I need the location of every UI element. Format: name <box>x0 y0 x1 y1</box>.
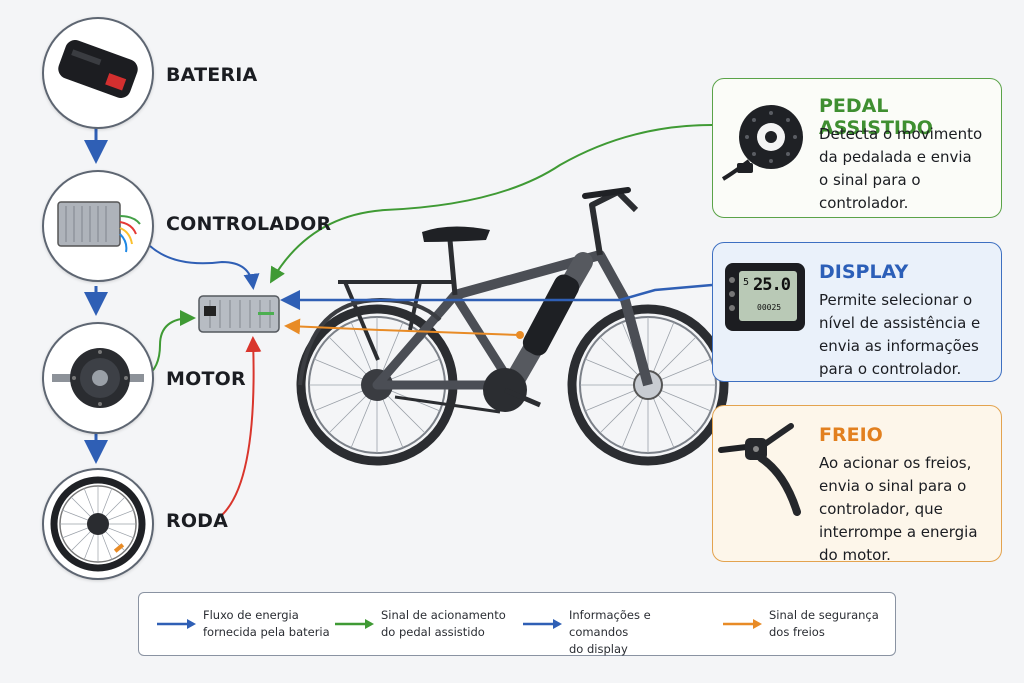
card-freio: FREIO Ao acionar os freios, envia o sina… <box>712 405 1002 564</box>
card-line: interrompe a energia <box>819 523 978 541</box>
component-label-controlador: CONTROLADOR <box>166 213 332 235</box>
legend-line: Fluxo de energia <box>203 608 299 622</box>
display-odometer: 00025 <box>757 303 782 312</box>
card-line: o sinal para o <box>819 171 921 189</box>
card-line: Detecta o movimento <box>819 125 983 143</box>
card-line: da pedalada e envia <box>819 148 972 166</box>
legend-line: Sinal de acionamento <box>381 608 506 622</box>
legend-text: Sinal de segurança dos freios <box>769 607 899 641</box>
card-line: nível de assistência e <box>819 314 981 332</box>
card-pedal-assistido: PEDAL ASSISTIDO Detecta o movimento da p… <box>712 78 1002 218</box>
legend: Fluxo de energia fornecida pela bateria S… <box>138 592 896 656</box>
card-display: 5 25.0 00025 DISPLAY Permite selecionar … <box>712 242 1002 382</box>
card-text-display: Permite selecionar o nível de assistênci… <box>819 289 1009 381</box>
legend-text: Sinal de acionamento do pedal assistido <box>381 607 511 641</box>
controller-unit-icon <box>198 295 280 333</box>
card-line: do motor. <box>819 546 891 564</box>
legend-line: Sinal de segurança <box>769 608 879 622</box>
card-line: envia o sinal para o <box>819 477 967 495</box>
display-speed-readout: 25.0 <box>753 275 791 295</box>
bicycle-illustration <box>296 187 729 466</box>
legend-arrow-green <box>335 619 374 629</box>
card-line: controlador. <box>819 194 909 212</box>
legend-line: do pedal assistido <box>381 625 485 639</box>
legend-text: Informações e comandos do display <box>569 607 709 658</box>
controller-icon <box>42 170 154 282</box>
legend-line: dos freios <box>769 625 825 639</box>
legend-item-display: Informações e comandos do display <box>523 605 703 656</box>
brake-lever-icon <box>718 423 801 516</box>
component-label-bateria: BATERIA <box>166 64 258 86</box>
card-line: Ao acionar os freios, <box>819 454 972 472</box>
display-level: 5 <box>743 277 750 288</box>
component-label-roda: RODA <box>166 510 229 532</box>
legend-arrow-blue <box>523 619 562 629</box>
pedal-sensor-icon <box>721 105 803 181</box>
legend-item-energia: Fluxo de energia fornecida pela bateria <box>157 605 330 645</box>
hub-motor-icon <box>42 322 154 434</box>
card-line: envia as informações <box>819 337 979 355</box>
legend-line: Informações e comandos <box>569 608 651 639</box>
lcd-display-icon: 5 25.0 00025 <box>725 263 805 331</box>
legend-arrow-blue <box>157 619 196 629</box>
legend-text: Fluxo de energia fornecida pela bateria <box>203 607 333 641</box>
card-title-freio: FREIO <box>819 424 883 446</box>
legend-line: do display <box>569 642 628 656</box>
card-title-display: DISPLAY <box>819 261 909 283</box>
component-label-motor: MOTOR <box>166 368 246 390</box>
legend-line: fornecida pela bateria <box>203 625 330 639</box>
card-title-pedal: PEDAL ASSISTIDO <box>819 95 933 139</box>
card-line: Permite selecionar o <box>819 291 973 309</box>
card-text-freio: Ao acionar os freios, envia o sinal para… <box>819 452 1009 567</box>
wheel-icon <box>42 468 154 580</box>
legend-arrow-orange <box>723 619 762 629</box>
card-line: para o controlador. <box>819 360 962 378</box>
card-text-pedal: Detecta o movimento da pedalada e envia … <box>819 123 1009 215</box>
legend-item-freios: Sinal de segurança dos freios <box>723 605 883 645</box>
battery-icon <box>42 17 154 129</box>
card-line: controlador, que <box>819 500 943 518</box>
legend-item-pedal: Sinal de acionamento do pedal assistido <box>335 605 506 645</box>
